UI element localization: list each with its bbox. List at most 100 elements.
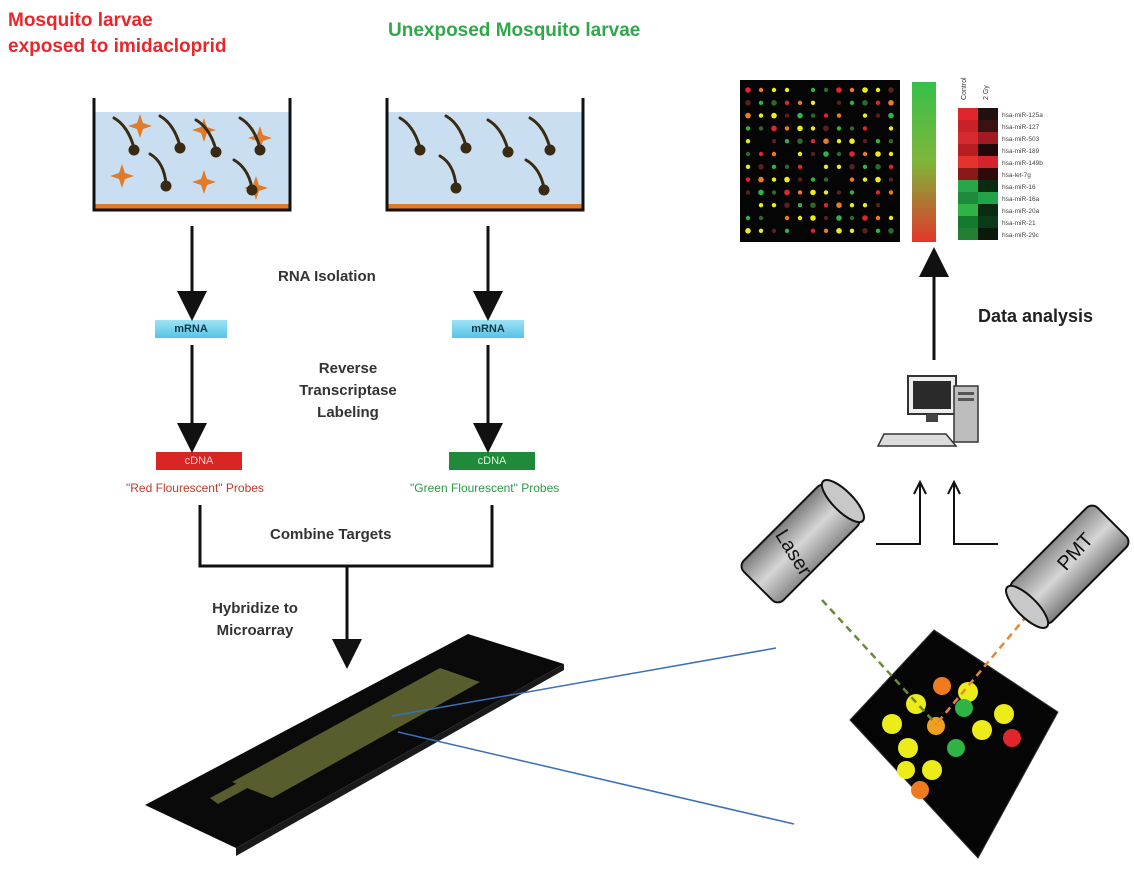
scan-spot: [745, 215, 751, 221]
scan-spot: [745, 151, 751, 157]
heatmap-gene-label: hsa-miR-125a: [1002, 112, 1043, 119]
scan-spot: [784, 164, 790, 169]
scan-spot: [862, 139, 868, 144]
scan-spot: [875, 176, 881, 183]
scan-spot: [836, 113, 842, 118]
heatmap-gene-labels: hsa-miR-125ahsa-miR-127hsa-miR-503hsa-mi…: [1002, 112, 1043, 239]
rt-line2: Transcriptase: [299, 382, 397, 399]
heatmap-gene-label: hsa-miR-127: [1002, 124, 1040, 131]
tank-water-right: [387, 112, 583, 208]
scan-spot: [745, 190, 751, 195]
pmt-cylinder: [1005, 504, 1130, 629]
scan-spot: [745, 100, 751, 106]
scan-spot: [836, 100, 842, 106]
scan-spot: [797, 138, 803, 144]
scan-spot: [823, 87, 829, 93]
scan-spots: [745, 87, 894, 234]
scan-spot: [771, 190, 777, 195]
chip-spot: [897, 761, 915, 779]
scan-spot: [797, 151, 803, 157]
zoom-line-top: [391, 647, 777, 717]
scan-spot: [784, 189, 790, 196]
scan-spot: [797, 112, 803, 119]
data-analysis-label: Data analysis: [978, 306, 1094, 326]
scan-spot: [758, 87, 764, 93]
rt-line3: Labeling: [317, 404, 379, 421]
scan-spot: [823, 177, 829, 182]
scan-spot: [875, 203, 881, 208]
chip-spot: [898, 738, 918, 758]
scan-spot: [797, 100, 803, 106]
scan-spot: [771, 151, 777, 157]
scan-spot: [810, 87, 816, 93]
heatmap-cell: [958, 216, 978, 228]
exposed-title-line2: exposed to imidacloprid: [8, 36, 227, 57]
scan-spot: [758, 215, 764, 221]
tank-floor-left: [94, 204, 290, 209]
scan-background: [740, 80, 900, 242]
scan-spot: [771, 100, 777, 106]
scan-spot: [836, 190, 842, 195]
scan-spot: [810, 189, 816, 196]
scan-spot: [849, 87, 855, 93]
heatmap-gene-label: hsa-miR-20a: [1002, 208, 1040, 215]
hyb-line1: Hybridize to: [212, 600, 298, 617]
scan-spot: [823, 215, 829, 221]
scan-spot: [784, 113, 790, 118]
scan-spot: [888, 100, 894, 106]
zoom-lines: [391, 647, 795, 825]
scan-spot: [745, 164, 751, 169]
scan-spot: [823, 113, 829, 118]
heatmap-cell: [958, 228, 978, 240]
scanner-chip: [849, 629, 1059, 859]
scan-spot: [862, 113, 868, 118]
scan-spot: [849, 177, 855, 182]
heatmap-cell: [978, 144, 998, 156]
scan-spot: [888, 228, 894, 234]
scan-spot: [862, 126, 868, 131]
scan-spot: [745, 228, 751, 234]
scan-spot: [810, 202, 816, 208]
reverse-transcriptase-label: Reverse Transcriptase Labeling: [268, 358, 428, 424]
scan-spot: [836, 139, 842, 144]
heatmap-cell: [958, 120, 978, 132]
scan-spot: [810, 113, 816, 118]
scan-image: [740, 80, 900, 242]
heatmap-cell: [978, 156, 998, 168]
heatmap-cell: [958, 156, 978, 168]
chip-spot: [1003, 729, 1021, 747]
heatmap-cell: [978, 204, 998, 216]
scan-spot: [888, 215, 894, 221]
chip-spot: [922, 760, 942, 780]
scan-spot: [758, 164, 764, 170]
scan-spot: [823, 203, 829, 208]
combine-targets-label: Combine Targets: [270, 526, 392, 543]
scan-spot: [784, 228, 790, 233]
heatmap-col-2gy: 2 Gy: [983, 85, 990, 100]
heatmap-cell: [958, 204, 978, 216]
scan-spot: [797, 203, 803, 208]
combine-connector: [198, 505, 494, 568]
scan-spot: [797, 215, 803, 221]
rt-line1: Reverse: [318, 360, 378, 377]
scan-spot: [745, 126, 751, 131]
heatmap-cell: [958, 132, 978, 144]
scan-spot: [745, 112, 751, 119]
larvae-left: [112, 114, 266, 196]
microarray-slide: [145, 634, 564, 856]
larvae-right: [398, 114, 556, 196]
heatmap: Control 2 Gy hsa-miR-125ahsa-miR-127hsa-…: [958, 77, 1043, 240]
scan-spot: [810, 215, 816, 221]
scan-spot: [784, 215, 790, 221]
red-probes-label: "Red Flourescent" Probes: [126, 481, 264, 495]
scan-spot: [771, 203, 777, 208]
scan-spot: [797, 177, 803, 182]
scan-spot: [875, 100, 881, 106]
scan-spot: [849, 126, 855, 131]
scan-spot: [849, 164, 855, 170]
scan-spot: [862, 87, 868, 93]
scan-spot: [875, 151, 881, 157]
scan-spot: [810, 139, 816, 144]
unexposed-larvae-title: Unexposed Mosquito larvae: [388, 20, 641, 41]
scan-spot: [771, 139, 777, 144]
